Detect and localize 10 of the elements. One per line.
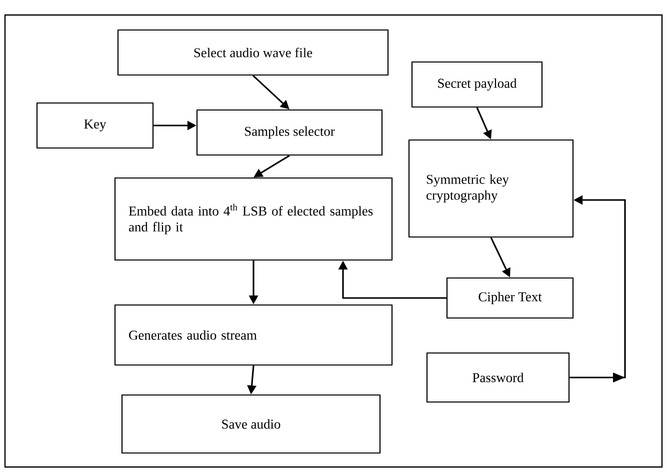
process-box: Key — [36, 102, 154, 149]
process-box: Samples selector — [196, 109, 383, 156]
process-box: Select audio wave file — [117, 29, 389, 76]
process-box: Embed data into 4$^{th}$ LSB of elected samples and flip it — [114, 177, 393, 261]
process-box: Secret payload — [411, 61, 543, 108]
process-box: Cipher Text — [446, 277, 574, 319]
process-box: Generates audio stream — [114, 304, 393, 366]
process-box: Password — [426, 352, 570, 403]
process-box: Symmetric key cryptography — [408, 139, 574, 238]
process-box: Save audio — [121, 394, 381, 454]
